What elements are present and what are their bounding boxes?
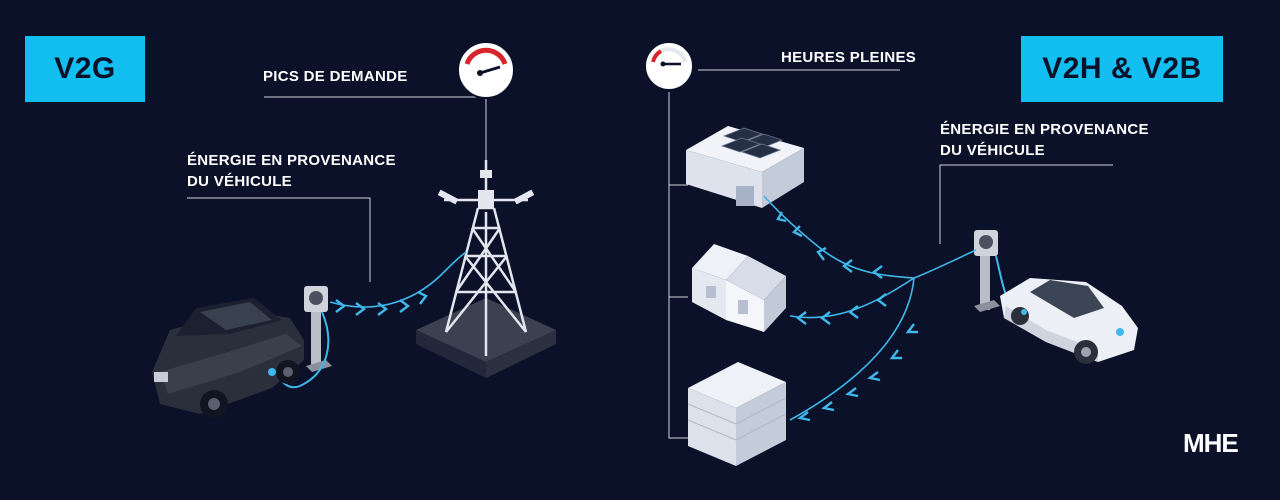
left-source-label-line2: DU VÉHICULE bbox=[187, 173, 292, 190]
car-right bbox=[1000, 278, 1138, 364]
brand-logo: MHE bbox=[1183, 428, 1239, 458]
left-source-label-line1: ÉNERGIE EN PROVENANCE bbox=[187, 152, 396, 169]
v2g-badge: V2G bbox=[25, 36, 145, 102]
house bbox=[692, 244, 786, 332]
peak-demand-label: PICS DE DEMANDE bbox=[263, 68, 408, 85]
apartment-building bbox=[687, 362, 787, 466]
gauge-icon-full-hours bbox=[644, 41, 694, 91]
solar-office-building bbox=[686, 126, 804, 208]
ev-charger-right bbox=[974, 230, 1019, 317]
right-source-label-line1: ÉNERGIE EN PROVENANCE bbox=[940, 121, 1149, 138]
right-leader-lines bbox=[668, 69, 1113, 439]
v2h-v2b-badge: V2H & V2B bbox=[1021, 36, 1223, 102]
full-hours-label: HEURES PLEINES bbox=[781, 49, 917, 66]
car-left bbox=[152, 298, 304, 418]
flow-chevrons-right bbox=[776, 211, 918, 422]
transmission-tower bbox=[416, 160, 556, 378]
flow-arrows-left bbox=[329, 251, 467, 316]
right-source-label-line2: DU VÉHICULE bbox=[940, 142, 1045, 159]
gauge-icon-peak bbox=[457, 41, 515, 99]
